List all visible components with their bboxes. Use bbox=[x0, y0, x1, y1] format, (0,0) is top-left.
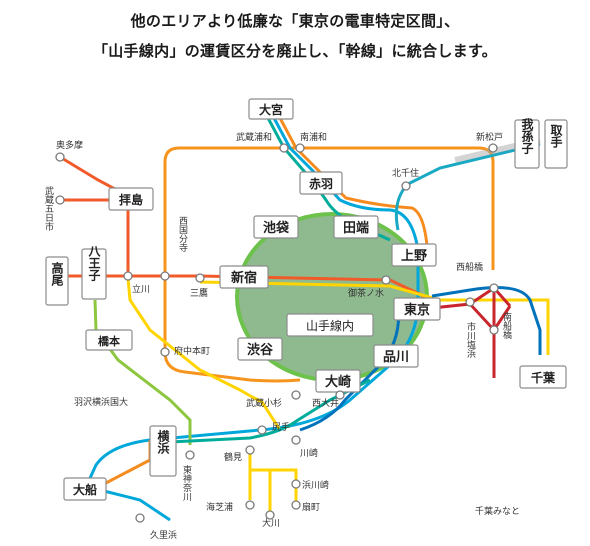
station-shiriate: 尻手 bbox=[272, 421, 290, 433]
line-yokohama bbox=[93, 299, 192, 445]
station-akabane: 赤羽 bbox=[309, 176, 333, 191]
station-shin-matsudo: 新松戸 bbox=[476, 131, 503, 143]
line-sobu-rapid bbox=[431, 286, 542, 355]
station-minami-urawa: 南浦和 bbox=[300, 131, 327, 143]
station-ueno: 上野 bbox=[401, 249, 427, 264]
station-ogimachi: 扇町 bbox=[302, 501, 320, 513]
station-hachioji: 八王子 bbox=[87, 245, 101, 282]
station-ikebukuro: 池袋 bbox=[263, 220, 290, 236]
line-tsurumi bbox=[248, 450, 298, 515]
station-fuchu-hommachi: 府中本町 bbox=[174, 345, 210, 357]
station-kurihama: 久里浜 bbox=[150, 529, 177, 541]
station-kita-senju: 北千住 bbox=[392, 167, 419, 179]
station-ichikawa-shiohama: 市川塩浜 bbox=[465, 321, 476, 359]
station-abiko: 我孫子 bbox=[520, 117, 534, 155]
station-chiba-minato: 千葉みなと bbox=[475, 505, 520, 517]
station-okutama: 奥多摩 bbox=[56, 139, 83, 151]
station-nishi-funabashi: 西船橋 bbox=[456, 261, 483, 273]
station-chiba: 千葉 bbox=[531, 370, 556, 385]
station-tachikawa: 立川 bbox=[132, 283, 150, 295]
station-tabata: 田端 bbox=[343, 220, 369, 236]
station-hashimoto: 橋本 bbox=[98, 334, 120, 348]
station-tsurumi: 鶴見 bbox=[224, 451, 242, 463]
station-hama-kawasaki: 浜川崎 bbox=[302, 479, 329, 491]
station-higashi-kanagawa: 東神奈川 bbox=[181, 464, 192, 501]
station-musashi-kosugi: 武蔵小杉 bbox=[246, 397, 282, 409]
station-shinjuku: 新宿 bbox=[231, 270, 257, 286]
station-haijima: 拝島 bbox=[119, 192, 143, 207]
station-umi-shibaura: 海芝浦 bbox=[206, 501, 233, 513]
station-kawasaki: 川崎 bbox=[300, 447, 318, 459]
station-omiya: 大宮 bbox=[259, 102, 283, 117]
station-ofuna: 大船 bbox=[73, 482, 97, 497]
station-minami-funabashi: 南船橋 bbox=[501, 311, 512, 340]
heading-line-1: 他のエリアより低廉な「東京の電車特定区間」、 bbox=[130, 12, 460, 30]
station-nishi-kokubunji: 西国分寺 bbox=[177, 216, 188, 252]
station-tokyo: 東京 bbox=[404, 302, 430, 318]
station-shinagawa: 品川 bbox=[383, 350, 409, 365]
station-musashi-itsukaichi: 武蔵五日市 bbox=[43, 185, 54, 232]
station-osaki: 大崎 bbox=[325, 374, 351, 390]
yamanote-label: 山手線内 bbox=[306, 318, 354, 333]
station-ochanomizu: 御茶ノ水 bbox=[348, 287, 384, 299]
heading-line-2: 「山手線内」の運賃区分を廃止し、「幹線」に統合します。 bbox=[92, 42, 498, 60]
line-sobu bbox=[199, 280, 550, 355]
station-hazawa: 羽沢横浜国大 bbox=[74, 396, 128, 408]
station-nishi-oi: 西大井 bbox=[312, 397, 339, 409]
station-yokohama: 横浜 bbox=[156, 429, 170, 455]
station-okawa: 大川 bbox=[262, 517, 280, 529]
station-musashi-urawa: 武蔵浦和 bbox=[236, 131, 272, 143]
station-takao: 高尾 bbox=[50, 261, 64, 287]
station-toride: 取手 bbox=[549, 124, 563, 149]
station-shibuya: 渋谷 bbox=[247, 342, 274, 358]
station-mitaka: 三鷹 bbox=[190, 287, 208, 299]
line-nambu bbox=[126, 277, 282, 431]
